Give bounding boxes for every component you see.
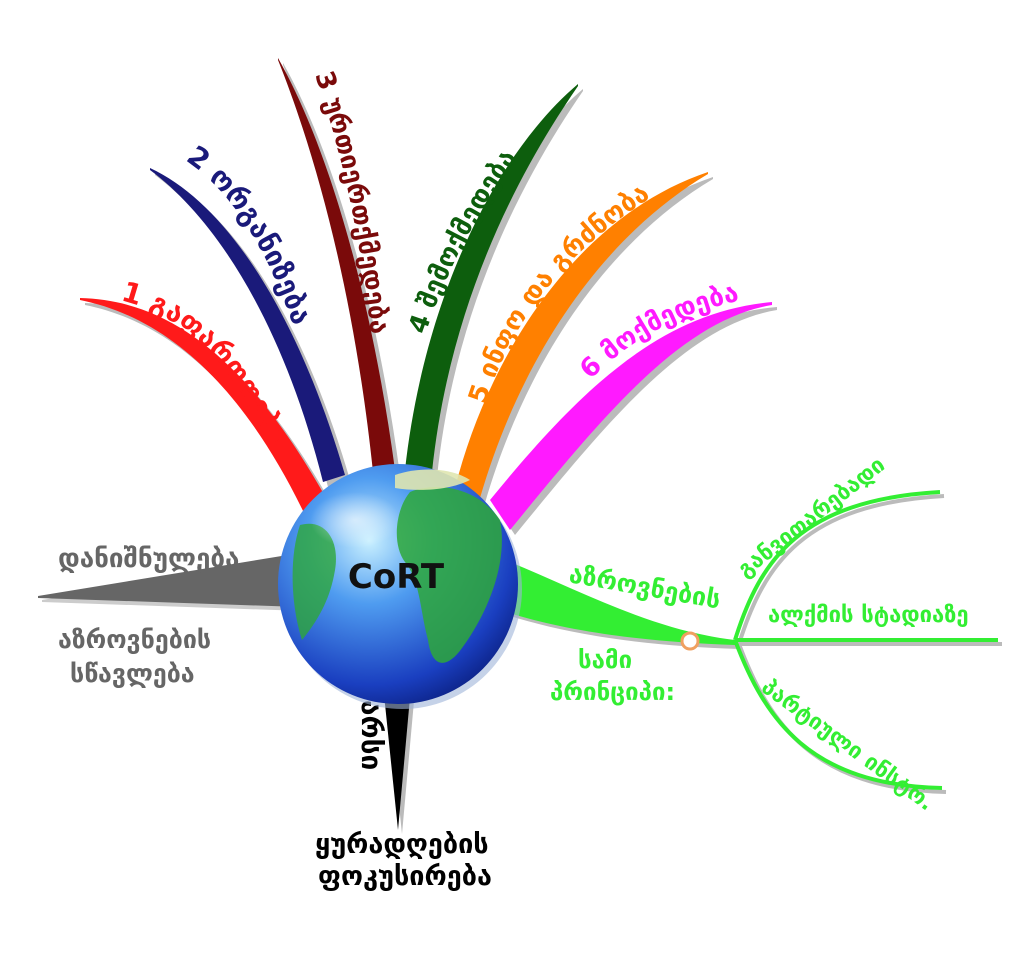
right-sub-label-1: განვითარებადი (733, 453, 890, 583)
globe-icon: CoRT (278, 464, 522, 709)
bottom-branch-shape (382, 675, 412, 830)
branch-5-shape (455, 172, 708, 498)
right-branch-shape (500, 560, 735, 645)
left-branch: დანიშნულება აზროვნების სწავლება (38, 544, 304, 688)
bottom-branch-desc-line1: ყურადღების (315, 829, 489, 860)
continent-europe-shape (395, 469, 470, 490)
left-branch-desc-line2: სწავლება (70, 659, 195, 688)
branch-4-shape (405, 84, 578, 472)
continent-africa-shape (396, 487, 502, 663)
branch-2-shape (150, 168, 345, 482)
left-branch-desc-line1: აზროვნების (58, 625, 211, 654)
right-sub-label-2: ალქმის სტადიაზე (768, 603, 969, 628)
left-branch-shape (38, 553, 300, 607)
continent-america-shape (292, 523, 336, 640)
bottom-branch-desc-line2: ფოკუსირება (318, 861, 492, 892)
branch-6-shape (490, 302, 772, 530)
branch-3-shape (278, 58, 395, 472)
right-branch: აზროვნების სამი პრინციპი: განვითარებადი … (500, 453, 1002, 816)
right-sub-connector-1 (733, 490, 941, 641)
right-branch-desc-line1: სამი (578, 646, 632, 674)
bottom-branch-label: არსი (355, 700, 388, 770)
branch-junction-dot (680, 631, 700, 651)
branch-2-label: 2 ორგანიზება (181, 139, 318, 329)
left-branch-label: დანიშნულება (58, 544, 239, 574)
right-sub-label-3: პარტიული ინსტრ. (756, 675, 938, 816)
right-sub-connector-3 (733, 639, 943, 790)
center-label: CoRT (348, 557, 445, 597)
branch-1-shape (80, 298, 330, 515)
bottom-branch: არსი ყურადღების ფოკუსირება (315, 675, 492, 892)
right-branch-desc-line2: პრინციპი: (550, 678, 675, 706)
